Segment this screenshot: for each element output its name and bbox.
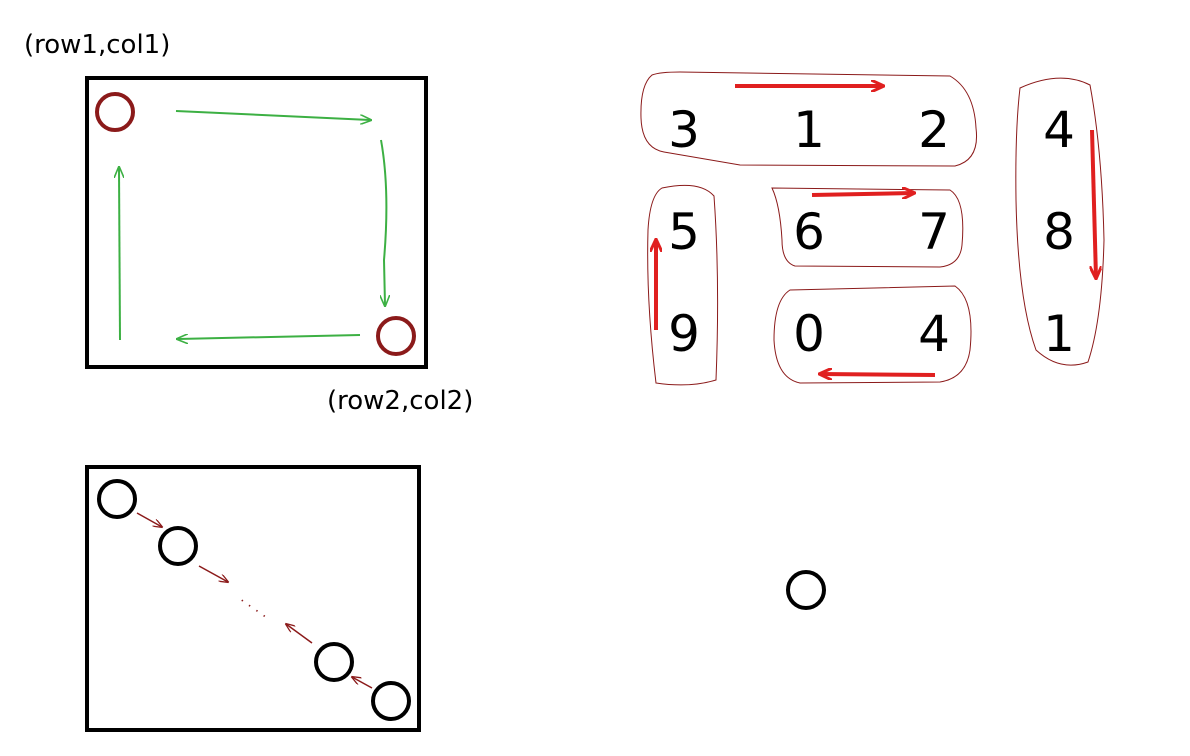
spiral-box-diagram: (row1,col1) (row2,col2) xyxy=(24,30,473,416)
matrix-cell-2-2: 4 xyxy=(918,305,950,363)
diagonal-frame xyxy=(85,465,421,732)
outline-left-column xyxy=(647,184,719,386)
diagonal-circle-4 xyxy=(371,681,411,721)
diagonal-box-diagram: . . . . xyxy=(85,465,421,732)
matrix-cell-1-2: 7 xyxy=(918,203,950,261)
matrix-cell-1-1: 6 xyxy=(793,203,825,261)
corner-circle-bottom-right xyxy=(376,316,416,356)
matrix-cell-2-3: 1 xyxy=(1043,305,1075,363)
matrix-diagram: 3 1 2 4 5 6 7 8 9 0 4 1 xyxy=(640,71,1105,386)
outline-inner-row xyxy=(771,187,964,268)
red-arrow-bottom-left xyxy=(820,374,936,375)
diagonal-circle-3 xyxy=(314,642,354,682)
matrix-cell-0-3: 4 xyxy=(1043,101,1075,159)
ellipsis-dots: . . . . xyxy=(238,590,273,621)
matrix-cell-2-0: 9 xyxy=(668,305,700,363)
corner-label-top-left: (row1,col1) xyxy=(24,30,170,60)
red-arrow-inner-right xyxy=(811,193,914,195)
green-arrow-top xyxy=(175,110,370,120)
single-element-circle xyxy=(786,570,826,610)
green-arrow-right xyxy=(381,139,386,305)
matrix-cell-0-2: 2 xyxy=(918,101,950,159)
outline-right-column xyxy=(1015,77,1105,366)
matrix-cell-0-0: 3 xyxy=(668,101,700,159)
green-arrow-left xyxy=(119,168,120,341)
matrix-cell-1-3: 8 xyxy=(1043,203,1075,261)
spiral-frame xyxy=(85,76,428,369)
green-arrow-bottom xyxy=(178,335,361,339)
diagonal-circle-1 xyxy=(97,479,137,519)
outline-bottom-row xyxy=(773,285,972,384)
dark-arrow-2 xyxy=(198,565,228,582)
matrix-cell-0-1: 1 xyxy=(793,101,825,159)
outline-top-row xyxy=(640,71,978,167)
red-arrow-down xyxy=(1092,129,1096,278)
matrix-cell-2-1: 0 xyxy=(793,305,825,363)
matrix-cell-1-0: 5 xyxy=(668,203,700,261)
dark-arrow-4 xyxy=(352,677,373,689)
dark-arrow-1 xyxy=(136,512,162,527)
dark-arrow-3 xyxy=(286,624,313,644)
corner-circle-top-left xyxy=(95,92,135,132)
diagonal-circle-2 xyxy=(158,526,198,566)
corner-label-bottom-right: (row2,col2) xyxy=(327,386,473,416)
